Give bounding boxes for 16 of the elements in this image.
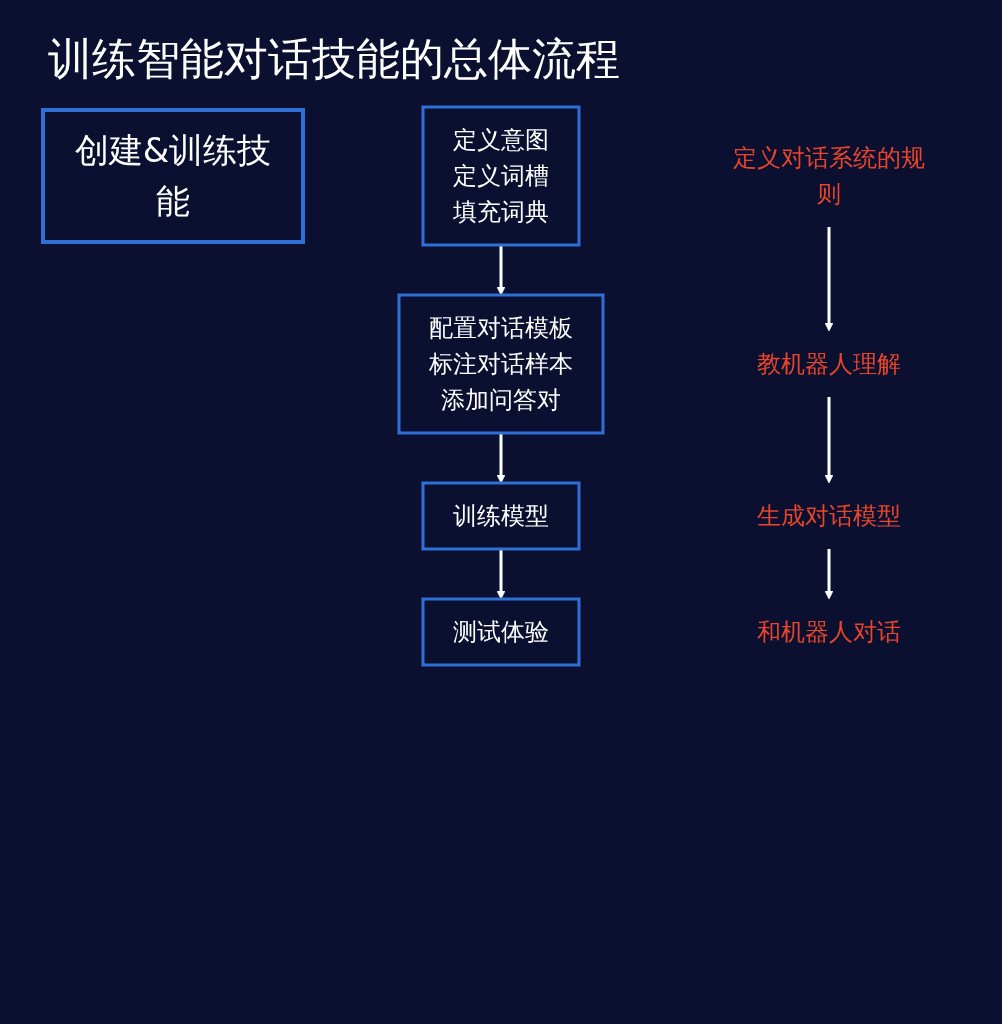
node-box: 训练模型 bbox=[421, 481, 581, 551]
arrow bbox=[496, 549, 506, 600]
node-text: 和机器人对话 bbox=[757, 618, 901, 646]
arrow bbox=[496, 245, 506, 296]
arrow bbox=[824, 549, 834, 600]
node-box: 配置对话模板 标注对话样本 添加问答对 bbox=[397, 293, 605, 435]
node-text: 定义对话系统的规则 bbox=[733, 144, 925, 208]
arrow bbox=[496, 433, 506, 484]
node-text: 教机器人理解 bbox=[757, 350, 901, 378]
node-box: 创建&训练技能 bbox=[41, 108, 305, 244]
node-text: 生成对话模型 bbox=[757, 502, 901, 530]
arrow bbox=[824, 397, 834, 484]
node-box: 定义意图 定义词槽 填充词典 bbox=[421, 105, 581, 247]
arrow bbox=[824, 227, 834, 332]
diagram-title: 训练智能对话技能的总体流程 bbox=[47, 32, 621, 86]
node-box: 测试体验 bbox=[421, 597, 581, 667]
